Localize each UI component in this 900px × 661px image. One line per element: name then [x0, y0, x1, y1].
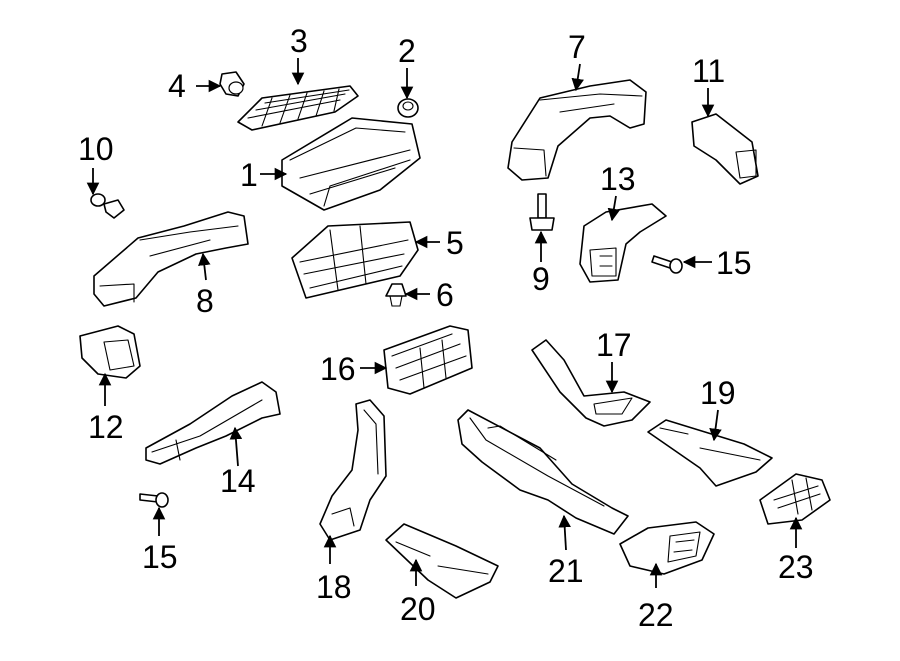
callout-19: 19 — [700, 375, 736, 411]
part-6-fastener — [385, 283, 407, 307]
callout-23: 23 — [778, 549, 814, 585]
callout-10: 10 — [78, 131, 114, 167]
part-8-duct — [93, 211, 249, 307]
part-12-outlet — [79, 325, 141, 379]
part-15-bolt-right — [651, 255, 683, 274]
callout-11: 11 — [692, 53, 725, 89]
part-23-register — [759, 473, 831, 525]
part-15-bolt-left — [139, 492, 169, 508]
part-4-clip — [219, 71, 245, 97]
part-10-clip — [90, 193, 125, 219]
callout-5: 5 — [446, 225, 464, 261]
callout-4: 4 — [168, 68, 186, 104]
part-17-duct — [531, 339, 651, 427]
part-13-bracket — [579, 203, 667, 283]
callout-7: 7 — [568, 29, 586, 65]
callout-13: 13 — [600, 161, 636, 197]
callout-15-right: 15 — [716, 245, 752, 281]
callout-20: 20 — [400, 591, 436, 627]
callout-16: 16 — [320, 351, 356, 387]
callout-1: 1 — [240, 157, 258, 193]
part-19-duct — [647, 419, 773, 487]
callout-15-left: 15 — [142, 539, 178, 575]
part-22-duct — [619, 521, 715, 575]
part-11-duct — [691, 113, 759, 185]
callout-18: 18 — [316, 569, 352, 605]
callout-9: 9 — [532, 261, 550, 297]
part-7-duct — [507, 79, 647, 181]
part-20-duct — [385, 523, 499, 599]
callout-22: 22 — [638, 597, 674, 633]
part-3-grille — [237, 85, 359, 131]
part-16-vent-box — [383, 325, 473, 395]
callout-2: 2 — [398, 33, 416, 69]
callout-14: 14 — [220, 463, 256, 499]
callout-12: 12 — [88, 409, 124, 445]
part-21-duct — [457, 409, 629, 535]
leader-lines — [86, 58, 803, 588]
part-5-vent-housing — [291, 221, 419, 299]
callout-3: 3 — [290, 23, 308, 59]
part-14-duct — [145, 381, 281, 465]
callout-8: 8 — [196, 283, 214, 319]
part-1-duct — [281, 117, 421, 211]
part-18-duct — [319, 399, 387, 541]
callout-labels: 3 4 2 1 7 11 10 8 5 6 9 13 15 12 14 15 1… — [78, 23, 814, 633]
callout-17: 17 — [596, 327, 632, 363]
callout-21: 21 — [548, 553, 584, 589]
part-9-bolt — [529, 193, 555, 231]
part-2-grommet — [397, 98, 419, 118]
callout-6: 6 — [436, 277, 454, 313]
